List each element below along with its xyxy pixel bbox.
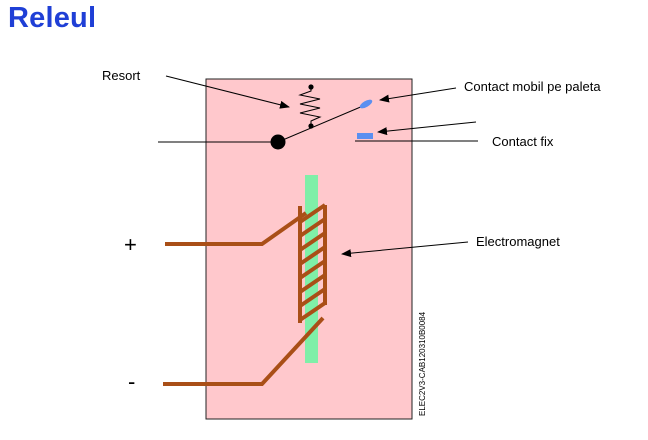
electromagnet-label: Electromagnet <box>476 234 560 249</box>
electromagnet-pointer-arrow <box>341 241 469 258</box>
fixed-contact-label: Contact fix <box>492 134 554 149</box>
moving-contact-pointer-arrow <box>379 87 457 103</box>
armature-blade <box>277 102 371 143</box>
moving-contact <box>359 99 373 109</box>
fixed-contact <box>357 133 373 139</box>
minus-wire <box>163 316 325 386</box>
fixed-contact-pointer-arrow <box>377 121 477 136</box>
moving-contact-label: Contact mobil pe paleta <box>464 79 601 94</box>
plus-terminal-label: + <box>124 232 137 257</box>
electromagnet-coil <box>298 203 327 323</box>
spring-label: Resort <box>102 68 141 83</box>
plus-wire <box>165 211 308 246</box>
spring-pointer-arrow <box>165 75 290 109</box>
minus-terminal-label: - <box>128 369 135 394</box>
figure-code: ELEC2V3-CAB120310B0084 <box>418 311 427 416</box>
page-title: Releul <box>8 2 97 34</box>
spring-zigzag <box>298 87 322 126</box>
